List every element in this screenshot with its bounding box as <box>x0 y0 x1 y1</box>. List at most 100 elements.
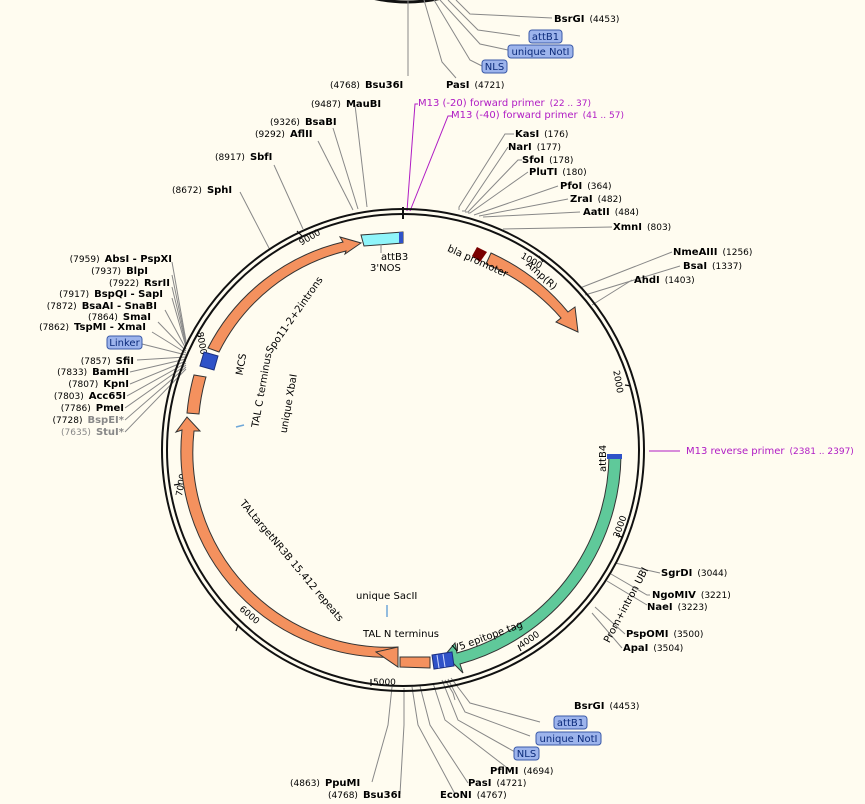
site-label-tspmi-xmai: (7862)TspMI - XmaI <box>39 322 146 333</box>
tag-nls-top: NLS <box>481 59 508 74</box>
feature-mcs-block <box>199 351 219 371</box>
site-label-pflmi: PflMI(4694) <box>490 766 553 777</box>
right-site-labels: KasI(176) NarI(177) SfoI(178) PluTI(180)… <box>508 129 752 654</box>
tick-label-2000: 2000 <box>610 370 624 395</box>
site-label-bsai: BsaI(1337) <box>683 261 742 272</box>
svg-text:Linker: Linker <box>109 338 140 349</box>
marker-unique-xbai <box>235 424 245 428</box>
label-3nos: 3'NOS <box>370 263 401 274</box>
site-label-sphi: (8672)SphI <box>172 185 232 196</box>
site-label-apai: ApaI(3504) <box>623 643 683 654</box>
bottom-site-labels: BsrGI(4453) attB1 unique NotI NLS PflMI(… <box>290 701 639 801</box>
site-label-bspei: (7728)BspEI* <box>53 415 125 426</box>
label-attb3: attB3 <box>381 252 408 263</box>
label-tal-n-terminus: TAL N terminus <box>362 629 439 640</box>
site-label-aflii: (9292)AflII <box>255 129 313 140</box>
site-label-bamhi: (7833)BamHI <box>57 367 129 378</box>
feature-attb3-block <box>399 232 403 243</box>
site-label-blpi: (7937)BlpI <box>91 266 148 277</box>
primer-label-m13-40: M13 (-40) forward primer(41 .. 57) <box>451 110 624 121</box>
backbone <box>161 207 645 692</box>
site-label-nmeaiii: NmeAIII(1256) <box>673 247 752 258</box>
tick-label-8000: 8000 <box>194 331 208 356</box>
tag-nls-bottom: NLS <box>513 746 540 761</box>
site-label-sbfi: (8917)SbfI <box>215 152 272 163</box>
feature-label-spo11: Spo11-2+2introns <box>264 275 325 356</box>
site-label-pspomi: PspOMI(3500) <box>626 629 703 640</box>
feature-attb4-block <box>607 454 622 459</box>
primer-label-m13-20: M13 (-20) forward primer(22 .. 37) <box>418 98 591 109</box>
feature-tal-c-terminus <box>186 374 207 415</box>
site-label-aatii: AatII(484) <box>583 207 639 218</box>
label-mcs: MCS <box>235 353 250 377</box>
label-unique-xbai: unique XbaI <box>279 373 300 434</box>
site-label-pasi-bottom: PasI(4721) <box>468 778 526 789</box>
svg-text:unique NotI: unique NotI <box>540 734 598 745</box>
site-label-bspqi-sapi: (7917)BspQI - SapI <box>59 289 163 300</box>
site-label-smai: (7864)SmaI <box>88 312 151 323</box>
site-label-naei: NaeI(3223) <box>647 602 708 613</box>
site-label-nari: NarI(177) <box>508 142 561 153</box>
site-label-xmni: XmnI(803) <box>613 222 671 233</box>
feature-spo11 <box>207 236 363 353</box>
primer-label-m13-reverse: M13 reverse primer(2381 .. 2397) <box>686 446 854 457</box>
cutoff-leaders <box>407 0 553 79</box>
site-label-econi: EcoNI(4767) <box>440 790 507 800</box>
feature-3nos <box>360 231 404 247</box>
feature-prom-intron-ubi <box>444 455 622 674</box>
tag-unique-noti-top: unique NotI <box>507 44 574 59</box>
site-label-kpni: (7807)KpnI <box>68 379 129 390</box>
feature-tal-n-terminus <box>399 656 431 669</box>
feature-taltarget-arrowhead <box>374 646 399 668</box>
site-label-absi-pspxi: (7959)AbsI - PspXI <box>70 254 172 265</box>
feature-bla-promoter <box>472 247 487 262</box>
left-site-labels: (7959)AbsI - PspXI (7937)BlpI (7922)RsrI… <box>39 254 172 438</box>
feature-taltarget-repeats <box>174 416 399 658</box>
site-label-bsrgi-bottom: BsrGI(4453) <box>574 701 639 712</box>
tag-linker: Linker <box>106 335 143 350</box>
primer-leaders <box>406 103 680 452</box>
site-label-stui: (7635)StuI* <box>61 427 125 438</box>
top-site-labels: (9487)MauBI (9326)BsaBI (9292)AflII (891… <box>172 99 381 196</box>
site-label-kasi: KasI(176) <box>515 129 568 140</box>
site-label-pasi-top: PasI(4721) <box>446 80 504 91</box>
site-label-bsabi: (9326)BsaBI <box>270 117 337 128</box>
site-label-pfoi: PfoI(364) <box>560 181 611 192</box>
svg-text:attB1: attB1 <box>557 718 584 729</box>
site-label-bsu36i-bottom: (4768)Bsu36I <box>328 790 401 800</box>
label-attb4: attB4 <box>598 445 609 472</box>
tag-attb1-bottom: attB1 <box>553 715 588 730</box>
site-label-sfii: (7857)SfiI <box>81 356 134 367</box>
site-label-ppumi: (4863)PpuMI <box>290 778 360 789</box>
label-unique-sacii: unique SacII <box>356 591 417 602</box>
site-label-zrai: ZraI(482) <box>570 194 622 205</box>
site-label-acc65i: (7803)Acc65I <box>54 391 126 402</box>
site-label-pmei: (7786)PmeI <box>61 403 124 414</box>
tag-unique-noti-bottom: unique NotI <box>535 731 602 746</box>
label-tal-c-terminus: TAL C terminus <box>250 352 274 429</box>
site-label-bsaai-snabi: (7872)BsaAI - SnaBI <box>47 301 157 312</box>
top-cutoff-region: BsrGI(4453) attB1 unique NotI NLS (4768)… <box>330 0 619 91</box>
tick-label-5000: 5000 <box>373 678 396 688</box>
svg-text:unique NotI: unique NotI <box>512 47 570 58</box>
site-label-rsrii: (7922)RsrII <box>109 278 170 289</box>
site-label-bsrgi-top: BsrGI(4453) <box>554 14 619 25</box>
site-label-ngomiv: NgoMIV(3221) <box>652 590 731 601</box>
tag-attb1-top: attB1 <box>528 29 563 44</box>
cutoff-backbone <box>374 0 440 4</box>
feature-ampr <box>485 252 579 333</box>
site-label-sfoi: SfoI(178) <box>522 155 573 166</box>
site-label-ahdi: AhdI(1403) <box>634 275 695 286</box>
site-label-maubi: (9487)MauBI <box>311 99 381 110</box>
feature-v5-blocks <box>431 651 455 670</box>
svg-text:NLS: NLS <box>485 62 504 73</box>
svg-text:NLS: NLS <box>517 749 536 760</box>
site-leader-lines <box>124 104 681 795</box>
site-label-sgrdi: SgrDI(3044) <box>661 568 727 579</box>
tick-marks <box>173 230 632 686</box>
site-label-pluti: PluTI(180) <box>529 167 587 178</box>
svg-text:attB1: attB1 <box>532 32 559 43</box>
site-label-bsu36i-top: (4768)Bsu36I <box>330 80 403 91</box>
